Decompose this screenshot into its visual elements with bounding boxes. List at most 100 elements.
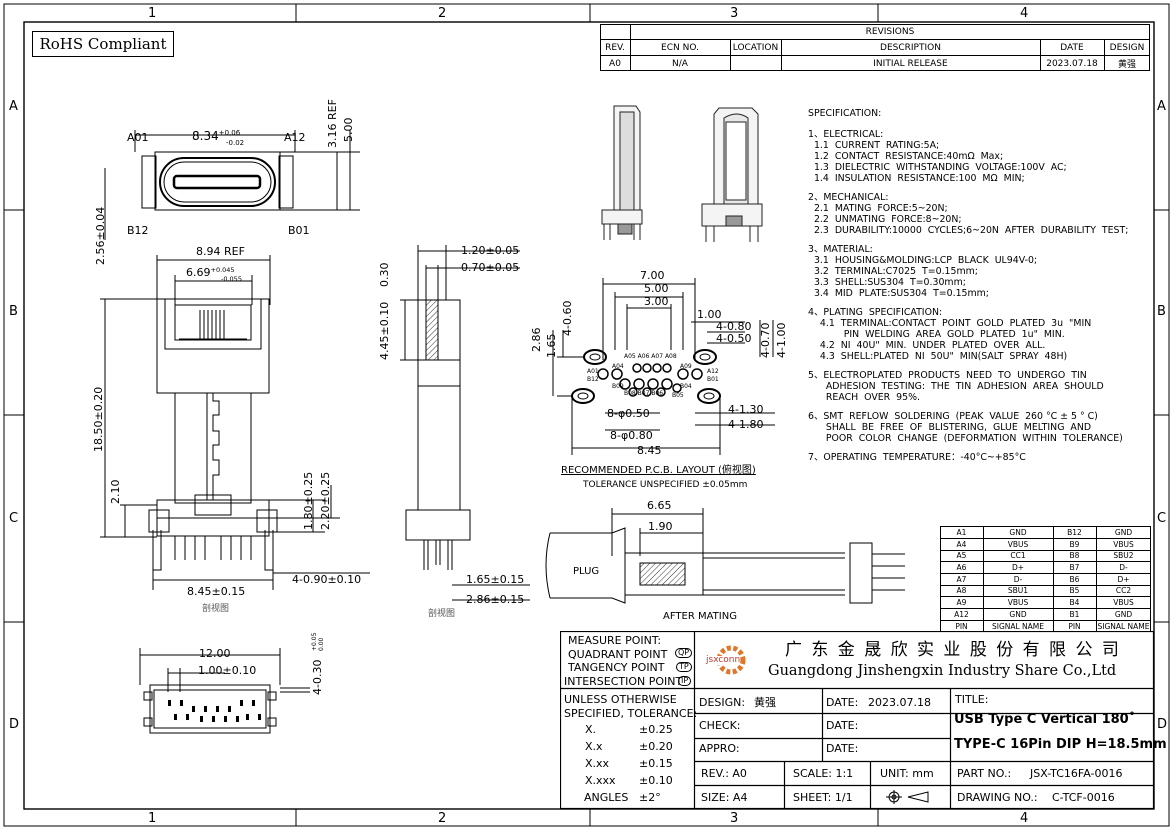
pcb-layout-title: RECOMMENDED P.C.B. LAYOUT (俯视图) xyxy=(561,465,756,476)
pcb-dim-700: 7.00 xyxy=(640,269,665,282)
pin-table-cell: GND xyxy=(1114,527,1133,537)
pcb-dim-4130: 4-1.30 xyxy=(728,403,764,416)
pin-table-header: SIGNAL NAME xyxy=(1097,621,1150,631)
spec-line: 2.1 MATING FORCE:5~20N; xyxy=(808,203,948,214)
pcb-dim-165: 1.65 xyxy=(545,333,558,359)
pcb-pin-a04: A04 xyxy=(612,363,624,370)
ip-symbol: IP xyxy=(678,676,692,686)
dim-top-width: 8.34+0.06 xyxy=(192,129,241,143)
pin-table-cell: SBU1 xyxy=(1007,586,1029,595)
spec-line: 3.1 HOUSING&MOLDING:LCP BLACK UL94V-0; xyxy=(808,255,1038,266)
dim-894-ref: 8.94 REF xyxy=(196,245,245,258)
pin-table-cell: B1 xyxy=(1069,609,1080,619)
spec-line: 6、SMT REFLOW SOLDERING (PEAK VALUE 260 °… xyxy=(808,411,1098,422)
tolerance-value: ±0.10 xyxy=(639,774,673,787)
pin-table-cell: VBUS xyxy=(1007,539,1029,549)
date-value: 2023.07.18 xyxy=(868,696,931,709)
side-view-drawing xyxy=(400,245,530,601)
rev-header-rev: REV. xyxy=(605,43,625,53)
dim-030: 0.30 xyxy=(378,262,391,288)
spec-line: 2、MECHANICAL: xyxy=(808,192,889,203)
pin-table-cell: CC2 xyxy=(1115,586,1132,595)
tolerance-title-1: UNLESS OTHERWISE xyxy=(564,693,677,706)
mate-dim-190: 1.90 xyxy=(648,520,673,533)
rev-row-rev: A0 xyxy=(609,58,621,69)
tolerance-key: X.x xyxy=(585,740,603,753)
scale-label: SCALE: 1:1 xyxy=(793,767,854,780)
spec-line: ADHESION TESTING: THE TIN ADHESION AREA … xyxy=(808,381,1104,392)
dim-500: 5.00 xyxy=(342,117,355,143)
spec-line: 2.3 DURABILITY:10000 CYCLES;6~20N AFTER … xyxy=(808,225,1129,236)
qp-symbol: QP xyxy=(675,648,693,658)
projection-symbol-icon xyxy=(886,790,929,804)
grid-right-a: A xyxy=(1157,99,1166,114)
grid-left-c: C xyxy=(9,511,19,526)
grid-top-4: 4 xyxy=(1020,6,1029,21)
dim-180: 1.80±0.25 xyxy=(302,471,315,530)
title-block-grid xyxy=(560,631,1154,810)
pin-table-cell: A4 xyxy=(956,539,967,549)
company-name-en: Guangdong Jinshengxin Industry Share Co.… xyxy=(768,663,1117,679)
company-logo-text: jsxconn xyxy=(706,655,741,665)
label-a01: A01 xyxy=(127,131,149,144)
bottom-view-drawing xyxy=(139,648,310,734)
tolerance-key: X.xx xyxy=(585,757,610,770)
spec-line: 7、OPERATING TEMPERATURE：-40°C~+85°C xyxy=(808,452,1026,463)
pin-table-cell: A5 xyxy=(956,551,967,560)
label-b12: B12 xyxy=(127,224,149,237)
pin-table-cell: B12 xyxy=(1067,527,1082,537)
pcb-pin-a05-a08: A05 A06 A07 A08 xyxy=(624,353,677,360)
measure-tangency: TANGENCY POINT xyxy=(568,661,665,674)
rev-label: REV.: A0 xyxy=(701,767,747,780)
tolerance-key: X.xxx xyxy=(585,774,616,787)
revisions-title: REVISIONS xyxy=(865,27,915,37)
pin-table-cell: SBU2 xyxy=(1113,551,1134,560)
pin-table-cell: A7 xyxy=(956,574,967,584)
pcb-dim-4180: 4-1.80 xyxy=(728,418,764,431)
spec-line: 4.3 SHELL:PLATED NI 50U" MIN(SALT SPRAY … xyxy=(808,351,1068,362)
dim-669-dn: -0.055 xyxy=(221,275,242,283)
pin-table-cell: D+ xyxy=(1011,562,1025,572)
tolerance-value: ±0.15 xyxy=(639,757,673,770)
grid-right-c: C xyxy=(1157,511,1167,526)
tolerance-value: ±0.25 xyxy=(639,723,673,736)
grid-top-1: 1 xyxy=(148,6,157,21)
pin-table-cell: VBUS xyxy=(1007,597,1029,607)
spec-line: PIN WELDING AREA GOLD PLATED 1u" MIN. xyxy=(808,329,1065,340)
grid-top-2: 2 xyxy=(438,6,447,21)
pin-table-cell: VBUS xyxy=(1113,597,1134,607)
pin-table-cell: GND xyxy=(1009,609,1027,619)
grid-top-3: 3 xyxy=(730,6,739,21)
grid-left-a: A xyxy=(9,99,18,114)
spec-line: 3、MATERIAL: xyxy=(808,244,873,255)
pin-table-cell: D- xyxy=(1013,574,1023,584)
dim-top-width-tol-dn: -0.02 xyxy=(226,139,245,147)
check-label: CHECK: xyxy=(699,719,741,732)
rev-row-date: 2023.07.18 xyxy=(1046,58,1098,69)
pcb-pin-b01: B01 xyxy=(707,376,719,383)
spec-line: 3.2 TERMINAL:C7025 T=0.15mm; xyxy=(808,266,978,277)
spec-line: 1.4 INSULATION RESISTANCE:100 MΩ MIN; xyxy=(808,173,1025,184)
pin-table-cell: B6 xyxy=(1069,574,1080,584)
bottom-dim-100: 1.00±0.10 xyxy=(198,664,257,677)
pin-table-cell: GND xyxy=(1009,527,1027,537)
tolerance-key: ANGLES xyxy=(584,791,629,804)
pcb-pin-b04: B04 xyxy=(680,383,692,390)
spec-title: SPECIFICATION: xyxy=(808,108,882,119)
drawing-no-label: DRAWING NO.: xyxy=(957,791,1038,804)
spec-line: 4.2 NI 40U" MIN. UNDER PLATED OVER ALL. xyxy=(808,340,1046,351)
pin-table-header: SIGNAL NAME xyxy=(991,621,1045,631)
pin-table-header: PIN xyxy=(955,621,968,631)
pin-table-cell: B9 xyxy=(1069,539,1080,549)
pcb-dim-480: 4-0.80 xyxy=(716,320,752,333)
pin-table-cell: A12 xyxy=(954,609,969,619)
rev-header-description: DESCRIPTION xyxy=(880,43,941,53)
pcb-dim-500: 5.00 xyxy=(644,282,669,295)
pin-table-header: PIN xyxy=(1068,621,1081,631)
dim-210: 2.10 xyxy=(109,479,122,505)
pin-table-cell: VBUS xyxy=(1113,539,1134,549)
pcb-pin-a01: A01 xyxy=(587,368,599,375)
spec-line: REACH OVER 95%. xyxy=(808,392,920,403)
rev-header-ecn: ECN NO. xyxy=(661,43,699,53)
unit-label: UNIT: mm xyxy=(880,767,934,780)
